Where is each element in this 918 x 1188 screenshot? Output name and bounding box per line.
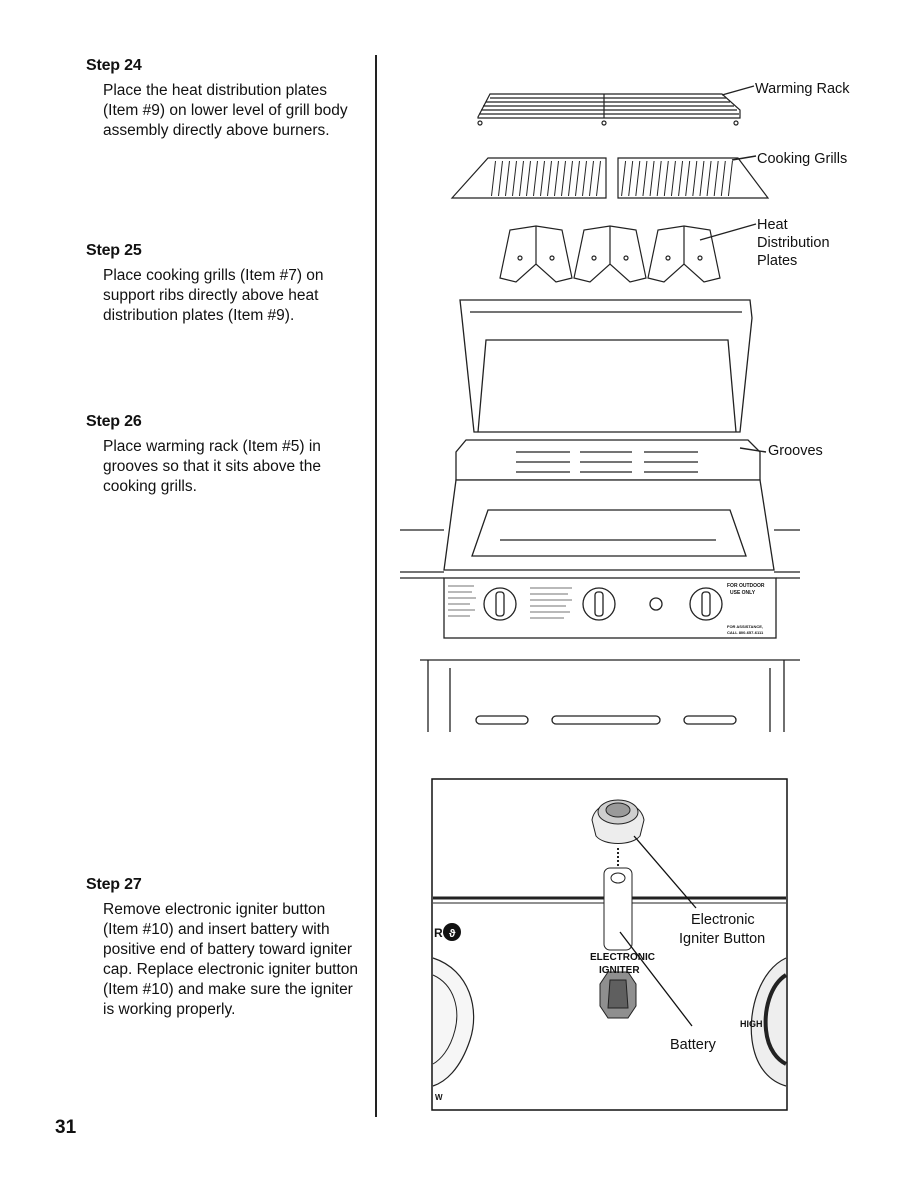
control-panel-fine-print: [448, 585, 572, 619]
warming-rack-illustration: [477, 85, 755, 126]
panel-notice-line-2: USE ONLY: [730, 590, 756, 596]
step-24: Step 24 Place the heat distribution plat…: [86, 57, 361, 141]
heat-plates-label-line-1: Heat: [757, 217, 788, 233]
grooves-label: Grooves: [768, 443, 823, 459]
step-25: Step 25 Place cooking grills (Item #7) o…: [86, 242, 361, 326]
step-24-title: Step 24: [86, 57, 142, 74]
panel-notice-line-1: FOR OUTDOOR: [727, 583, 765, 589]
step-27-text: Remove electronic igniter button (Item #…: [103, 901, 359, 1018]
heat-plates-label-line-3: Plates: [757, 253, 797, 269]
cooking-grills-label: Cooking Grills: [757, 151, 847, 167]
step-25-text: Place cooking grills (Item #7) on suppor…: [103, 267, 324, 324]
grill-body-illustration: [400, 299, 800, 732]
cooking-grill-bars: [491, 160, 733, 197]
step-24-text: Place the heat distribution plates (Item…: [103, 82, 348, 139]
heat-distribution-plates-illustration: [499, 223, 757, 283]
page-number: 31: [55, 1117, 77, 1138]
step-26-text: Place warming rack (Item #5) in grooves …: [103, 438, 321, 495]
step-26-title: Step 26: [86, 413, 142, 430]
step-25-title: Step 25: [86, 242, 142, 259]
panel-assist-line-1: FOR ASSISTANCE,: [727, 624, 763, 629]
heat-plates-label-line-2: Distribution: [757, 235, 830, 251]
warming-rack-label: Warming Rack: [755, 81, 850, 97]
step-27-title: Step 27: [86, 876, 142, 893]
column-divider: [375, 55, 377, 1117]
step-27: Step 27 Remove electronic igniter button…: [86, 876, 361, 1020]
step-26: Step 26 Place warming rack (Item #5) in …: [86, 413, 361, 497]
panel-assist-line-2: CALL 800-657-6111: [727, 630, 764, 635]
